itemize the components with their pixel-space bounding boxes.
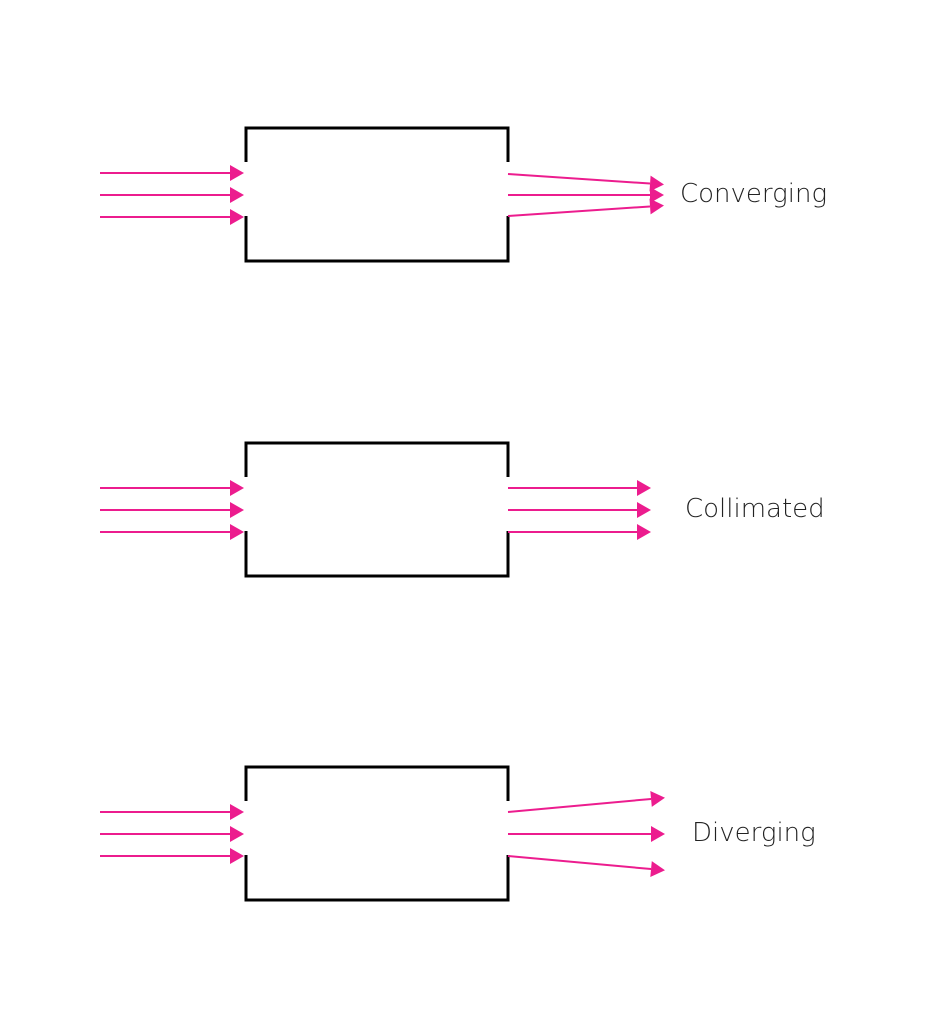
incoming-ray-collimated-3-head (230, 524, 244, 540)
incoming-ray-converging-3-head (230, 209, 244, 225)
outgoing-ray-collimated-2-head (637, 502, 651, 518)
outgoing-ray-converging-3-shaft (507, 205, 651, 217)
outgoing-ray-diverging-3-shaft (507, 855, 652, 871)
incoming-ray-collimated-2-head (230, 502, 244, 518)
outgoing-ray-diverging-1-shaft (507, 797, 652, 813)
label-converging: Converging (680, 179, 828, 209)
outgoing-ray-converging-1-shaft (507, 173, 651, 185)
outgoing-ray-diverging-2-head (651, 826, 665, 842)
incoming-ray-diverging-3-head (230, 848, 244, 864)
outgoing-ray-collimated-1-head (637, 480, 651, 496)
incoming-ray-diverging-1-head (230, 804, 244, 820)
panel-diverging (100, 765, 665, 902)
box-diverging (244, 765, 510, 902)
incoming-ray-converging-2-head (230, 187, 244, 203)
outgoing-ray-diverging-1-head (650, 791, 665, 807)
outgoing-ray-diverging-3-head (650, 861, 665, 877)
outgoing-ray-collimated-3-head (637, 524, 651, 540)
incoming-ray-converging-1-head (230, 165, 244, 181)
box-converging (244, 126, 510, 263)
panel-converging (100, 126, 664, 263)
box-collimated (244, 441, 510, 578)
label-collimated: Collimated (685, 494, 825, 524)
outgoing-ray-converging-3-head (649, 198, 664, 215)
outgoing-ray-converging-2-head (650, 187, 664, 203)
incoming-ray-collimated-1-head (230, 480, 244, 496)
outgoing-ray-converging-1-head (649, 175, 664, 192)
incoming-ray-diverging-2-head (230, 826, 244, 842)
panel-collimated (100, 441, 651, 578)
label-diverging: Diverging (692, 818, 816, 848)
